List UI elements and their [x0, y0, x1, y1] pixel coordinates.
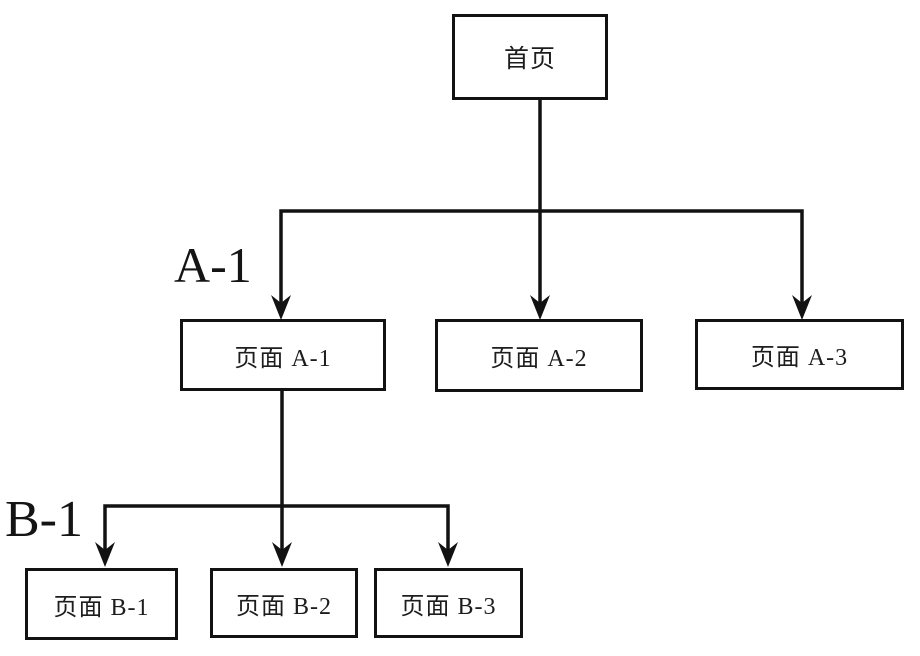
node-page-b2-label: 页面 B-2 — [236, 593, 332, 620]
node-home-label: 首页 — [503, 46, 556, 73]
arrowhead-into-a2 — [530, 295, 550, 320]
node-page-a3-label: 页面 A-3 — [750, 345, 849, 371]
arrowhead-into-a3 — [792, 295, 812, 320]
node-page-b3: 页面 B-3 — [374, 568, 523, 638]
node-page-a3: 页面 A-3 — [695, 319, 904, 390]
arrowhead-into-a1 — [271, 295, 291, 320]
branch-label-b: B-1 — [5, 491, 83, 548]
node-page-a1-label: 页面 A-1 — [234, 345, 332, 372]
node-page-b1-label: 页面 B-1 — [53, 594, 150, 621]
node-page-a1: 页面 A-1 — [180, 319, 386, 391]
branch-label-a: A-1 — [174, 237, 252, 293]
edge-a1-b-bracket-line — [103, 504, 450, 560]
arrowhead-into-b2 — [272, 542, 292, 567]
node-page-a2-label: 页面 A-2 — [490, 346, 588, 372]
arrowhead-into-b3 — [438, 542, 458, 567]
node-page-a2: 页面 A-2 — [435, 319, 643, 392]
node-page-b3-label: 页面 B-3 — [400, 593, 497, 620]
node-page-b2: 页面 B-2 — [210, 568, 358, 638]
edge-home-a-bracket-line — [279, 209, 804, 313]
node-home: 首页 — [452, 14, 608, 100]
arrowhead-into-b1 — [95, 542, 115, 567]
node-page-b1: 页面 B-1 — [25, 568, 178, 640]
